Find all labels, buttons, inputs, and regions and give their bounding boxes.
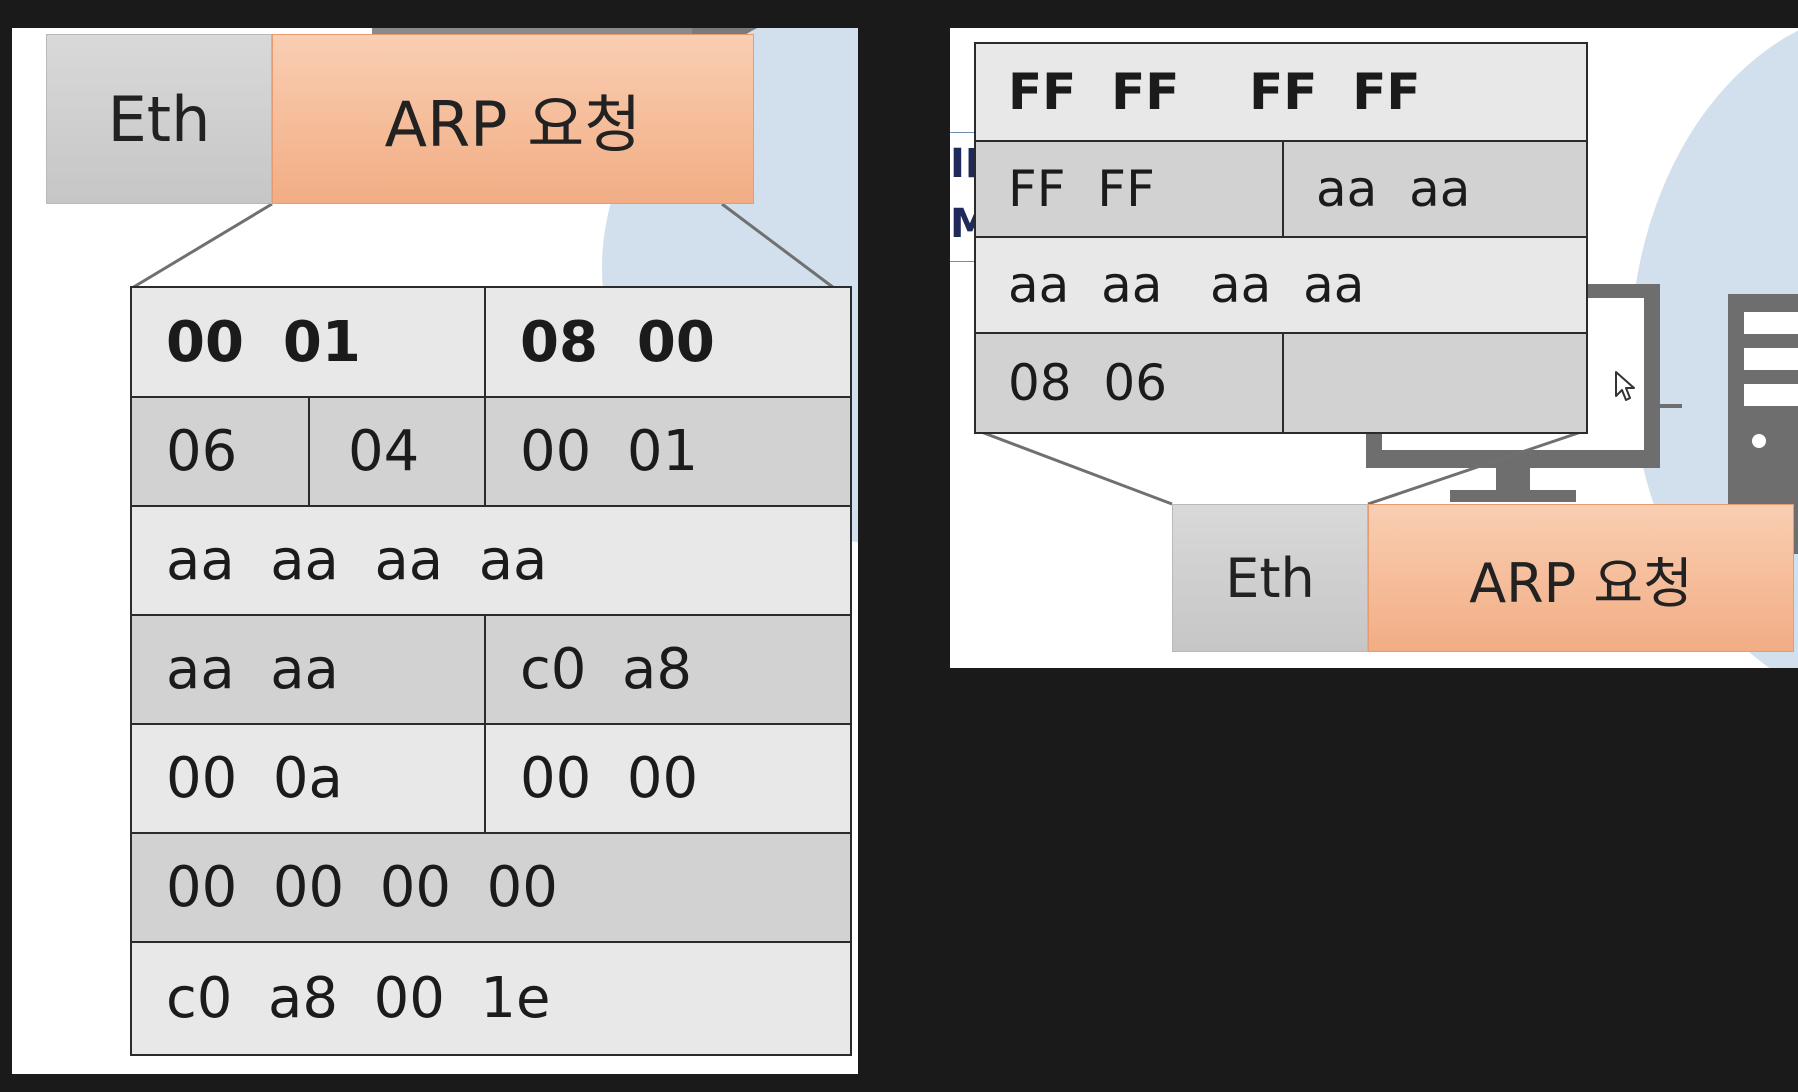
hardware-size: 06 — [166, 419, 238, 484]
right-panel: IP M FF FF FF FF FF FF aa aa aa aa aa aa — [950, 28, 1798, 668]
arp-request-label: ARP 요청 — [272, 34, 754, 204]
arp-request-label: ARP 요청 — [1368, 504, 1794, 652]
sender-ip-part2: 00 0a — [166, 746, 343, 811]
destination-mac-part2: FF FF — [1008, 160, 1155, 218]
eth-label: Eth — [46, 34, 272, 204]
mouse-cursor-icon — [1615, 371, 1635, 401]
table-row: 00 00 00 00 — [132, 832, 850, 941]
table-row: aa aa aa aa — [976, 236, 1586, 332]
sender-mac-part1: aa aa aa aa — [166, 528, 548, 593]
eth-arp-header: Eth ARP 요청 — [46, 34, 754, 204]
opcode: 00 01 — [484, 398, 850, 505]
table-row: 00 0a 00 00 — [132, 723, 850, 832]
cable-line — [1660, 404, 1682, 408]
arp-packet-table: 00 01 08 00 06 04 00 01 aa aa aa aa aa a… — [130, 286, 852, 1056]
monitor-base — [1450, 490, 1576, 502]
target-ip: c0 a8 00 1e — [166, 966, 551, 1031]
zoom-connector-lines — [131, 202, 835, 290]
table-row: aa aa c0 a8 — [132, 614, 850, 723]
table-row: FF FF FF FF — [976, 44, 1586, 140]
protocol-type: 08 00 — [484, 288, 850, 396]
sender-ip-part1: c0 a8 — [484, 616, 850, 723]
table-row: 08 06 — [976, 332, 1586, 432]
destination-mac-part1: FF FF FF FF — [1008, 63, 1421, 121]
source-mac-part2: aa aa aa aa — [1008, 256, 1365, 314]
table-row: c0 a8 00 1e — [132, 941, 850, 1054]
zoom-connector-lines — [975, 428, 1588, 506]
target-mac-part2: 00 00 00 00 — [166, 855, 558, 920]
table-row: 06 04 00 01 — [132, 396, 850, 505]
ether-type: 08 06 — [1008, 354, 1168, 412]
empty-cell — [1282, 334, 1586, 432]
protocol-size: 04 — [308, 398, 484, 505]
left-panel: Eth ARP 요청 00 01 08 00 06 04 00 01 aa aa… — [12, 28, 858, 1074]
source-mac-part1: aa aa — [1282, 142, 1586, 236]
ethernet-header-table: FF FF FF FF FF FF aa aa aa aa aa aa 08 0… — [974, 42, 1588, 434]
table-row: 00 01 08 00 — [132, 288, 850, 396]
target-mac-part1: 00 00 — [484, 725, 850, 832]
eth-label: Eth — [1172, 504, 1368, 652]
hardware-type: 00 01 — [166, 309, 361, 375]
sender-mac-part2: aa aa — [166, 637, 339, 702]
eth-arp-header: Eth ARP 요청 — [1172, 504, 1794, 652]
table-row: FF FF aa aa — [976, 140, 1586, 236]
table-row: aa aa aa aa — [132, 505, 850, 614]
